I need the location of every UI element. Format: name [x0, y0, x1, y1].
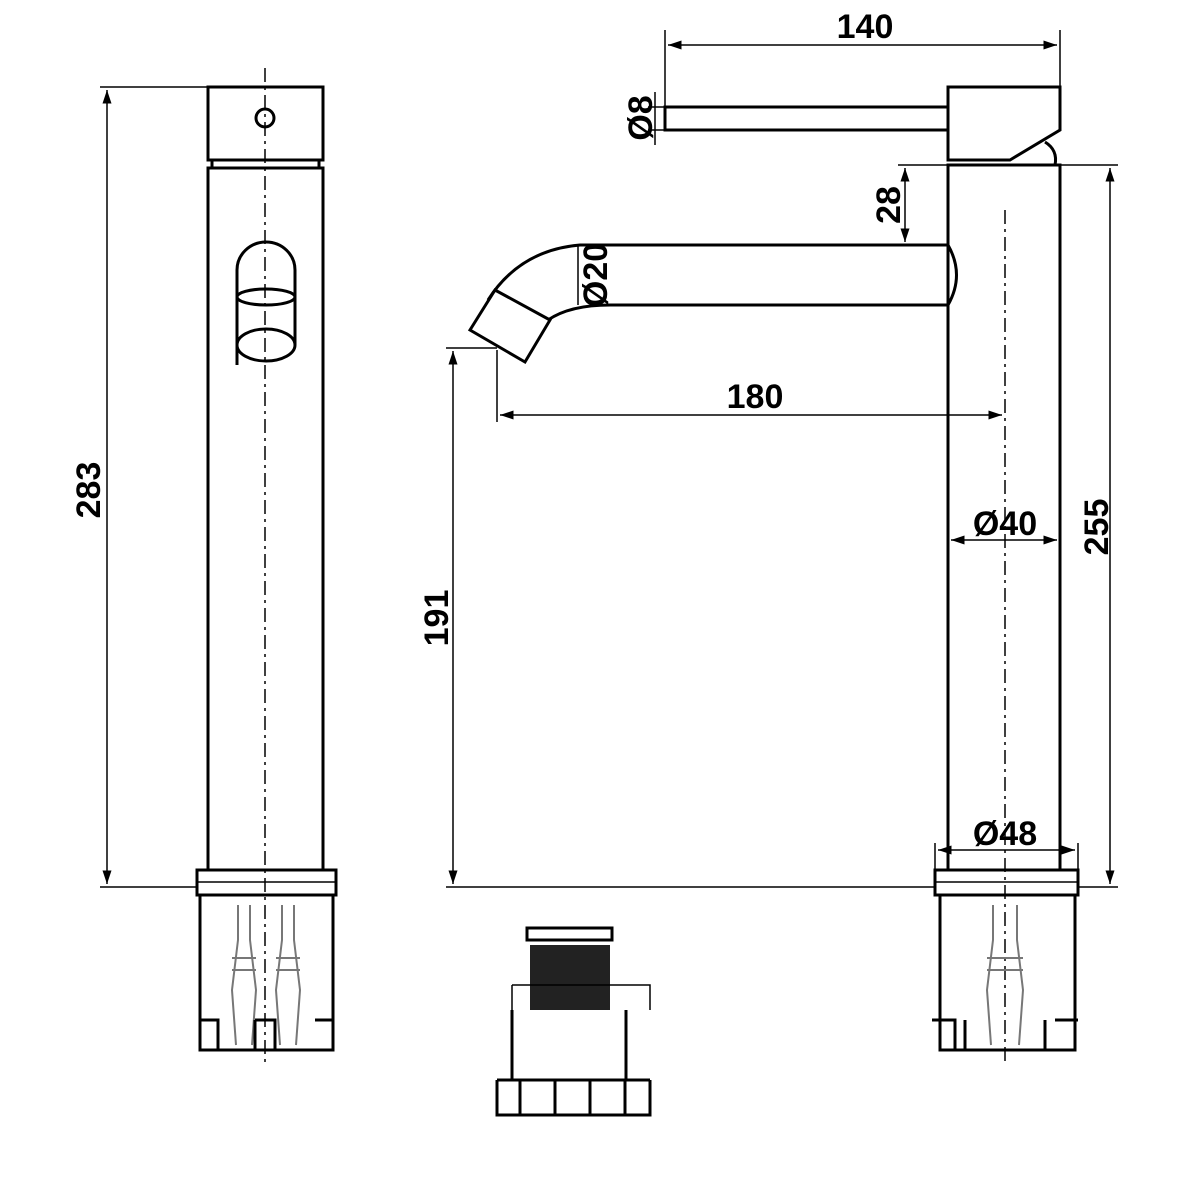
- dim-body-diameter: Ø40: [973, 505, 1037, 543]
- dim-spout-height: 191: [418, 590, 456, 647]
- fixing-kit: [495, 926, 652, 1117]
- dim-spout-offset: 28: [870, 186, 908, 224]
- side-view: 140 Ø8 28 Ø20 180 191 255 Ø40 Ø48: [418, 8, 1118, 1062]
- dim-handle-length: 140: [837, 8, 894, 46]
- dim-handle-diameter: Ø8: [622, 95, 660, 140]
- front-view: 283: [70, 68, 338, 1062]
- dim-spout-diameter: Ø20: [577, 243, 615, 307]
- dim-base-diameter: Ø48: [973, 815, 1037, 853]
- dim-total-height: 283: [70, 462, 108, 519]
- dim-body-height: 255: [1078, 499, 1116, 556]
- dim-spout-reach: 180: [727, 378, 784, 416]
